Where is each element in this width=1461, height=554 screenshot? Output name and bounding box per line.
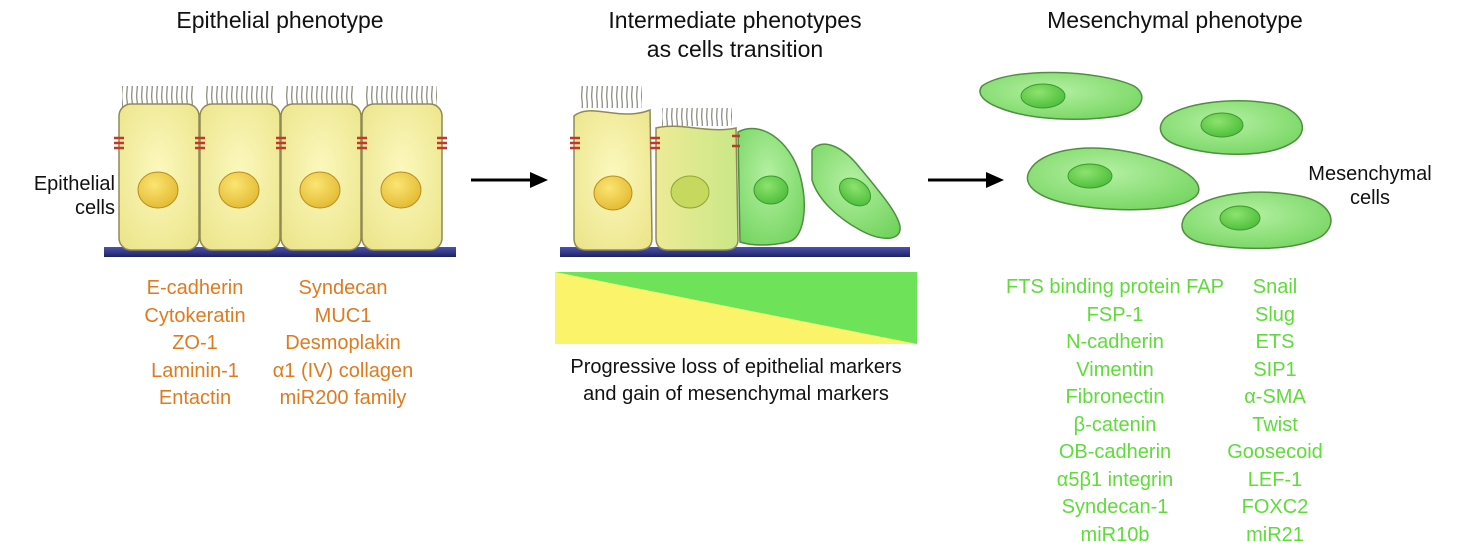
- epithelial-cells-label: Epithelial cells: [20, 172, 115, 220]
- mesenchymal-cells-label-line1: Mesenchymal: [1308, 163, 1432, 185]
- marker-item: MUC1: [314, 304, 372, 327]
- marker-item: Syndecan: [298, 277, 388, 299]
- nucleus-4: [380, 171, 422, 209]
- gradient-caption: Progressive loss of epithelial markers a…: [540, 354, 932, 408]
- marker-item: LEF-1: [1247, 468, 1303, 491]
- mesenchymal-markers-right: Snail Slug ETS SIP1 α-SMA Twist Goosecoi…: [1215, 274, 1335, 549]
- cilia-6: [662, 108, 732, 126]
- marker-item: Laminin-1: [151, 359, 239, 382]
- cilia-3: [284, 86, 356, 108]
- cilia-1: [122, 86, 194, 108]
- cilia-5: [578, 86, 642, 108]
- nucleus-1: [137, 171, 179, 209]
- mesenchymal-nucleus-1: [1020, 83, 1066, 109]
- marker-item: N-cadherin: [1066, 331, 1164, 353]
- epithelial-markers-right: Syndecan MUC1 Desmoplakin α1 (IV) collag…: [262, 275, 424, 413]
- intermediate-junctions: [570, 134, 740, 150]
- nucleus-2: [218, 171, 260, 209]
- marker-item: Twist: [1252, 413, 1298, 436]
- nucleus-3: [299, 171, 341, 209]
- gradient-caption-line1: Progressive loss of epithelial markers: [570, 356, 902, 378]
- mesenchymal-nucleus-2: [1200, 112, 1244, 138]
- marker-item: Cytokeratin: [144, 304, 246, 327]
- mesenchymal-phenotype-title: Mesenchymal phenotype: [1047, 7, 1303, 33]
- marker-item: ZO-1: [172, 332, 218, 354]
- marker-item: ETS: [1255, 331, 1295, 353]
- arrow-right-icon: [471, 172, 548, 188]
- mesenchymal-cells-label-line2: cells: [1349, 187, 1390, 209]
- basement-membrane-left: [104, 247, 456, 257]
- marker-item: OB-cadherin: [1058, 441, 1172, 463]
- marker-item: Syndecan-1: [1061, 496, 1169, 518]
- marker-item: Vimentin: [1076, 358, 1154, 381]
- marker-item: FSP-1: [1086, 303, 1144, 326]
- arrow-right-icon: [928, 172, 1004, 188]
- mesenchymal-cells-label: Mesenchymal cells: [1300, 162, 1440, 210]
- marker-item: miR21: [1246, 523, 1304, 546]
- intermediate-phenotypes-title: Intermediate phenotypes as cells transit…: [570, 6, 900, 64]
- mesenchymal-markers-left: FTS binding protein FAP FSP-1 N-cadherin…: [995, 274, 1235, 549]
- marker-item: Entactin: [158, 387, 232, 409]
- tight-junctions: [114, 136, 447, 150]
- epithelial-cells-group: [104, 86, 456, 257]
- mesenchymal-cell-3: [1026, 147, 1200, 211]
- epithelial-cells-label-line1: Epithelial: [33, 173, 115, 195]
- mesenchymal-nucleus-3: [1067, 163, 1113, 189]
- marker-item: Desmoplakin: [285, 332, 401, 354]
- basement-membrane-middle: [560, 247, 910, 257]
- epithelial-markers-left: E-cadherin Cytokeratin ZO-1 Laminin-1 En…: [120, 275, 270, 413]
- marker-item: α-SMA: [1244, 386, 1306, 408]
- marker-item: miR200 family: [279, 387, 407, 409]
- marker-item: FTS binding protein FAP: [1006, 276, 1224, 298]
- marker-item: FOXC2: [1241, 496, 1309, 518]
- marker-item: SIP1: [1253, 358, 1297, 381]
- intermediate-title-line1: Intermediate phenotypes: [608, 7, 862, 33]
- mesenchymal-nucleus-4: [1219, 205, 1261, 231]
- marker-gradient-bar: [555, 272, 917, 344]
- mesenchymal-cells-group: [979, 71, 1332, 250]
- marker-item: miR10b: [1080, 523, 1150, 546]
- nucleus-8: [838, 177, 872, 207]
- cilia-4: [365, 86, 437, 108]
- marker-item: β-catenin: [1073, 413, 1157, 436]
- marker-item: α1 (IV) collagen: [272, 359, 414, 382]
- nucleus-5: [593, 175, 633, 211]
- gradient-caption-line2: and gain of mesenchymal markers: [583, 383, 889, 405]
- marker-item: α5β1 integrin: [1056, 468, 1174, 491]
- cilia-2: [203, 86, 275, 108]
- epithelial-cells-label-line2: cells: [74, 197, 115, 219]
- intermediate-cells-group: [560, 86, 910, 257]
- marker-item: Snail: [1252, 276, 1298, 298]
- nucleus-6: [670, 175, 710, 209]
- marker-item: E-cadherin: [146, 277, 244, 299]
- nucleus-7: [753, 175, 789, 205]
- marker-item: Fibronectin: [1065, 386, 1165, 408]
- intermediate-title-line2: as cells transition: [646, 36, 824, 62]
- epithelial-phenotype-title: Epithelial phenotype: [176, 7, 384, 33]
- marker-item: Slug: [1254, 303, 1296, 326]
- marker-item: Goosecoid: [1227, 441, 1323, 463]
